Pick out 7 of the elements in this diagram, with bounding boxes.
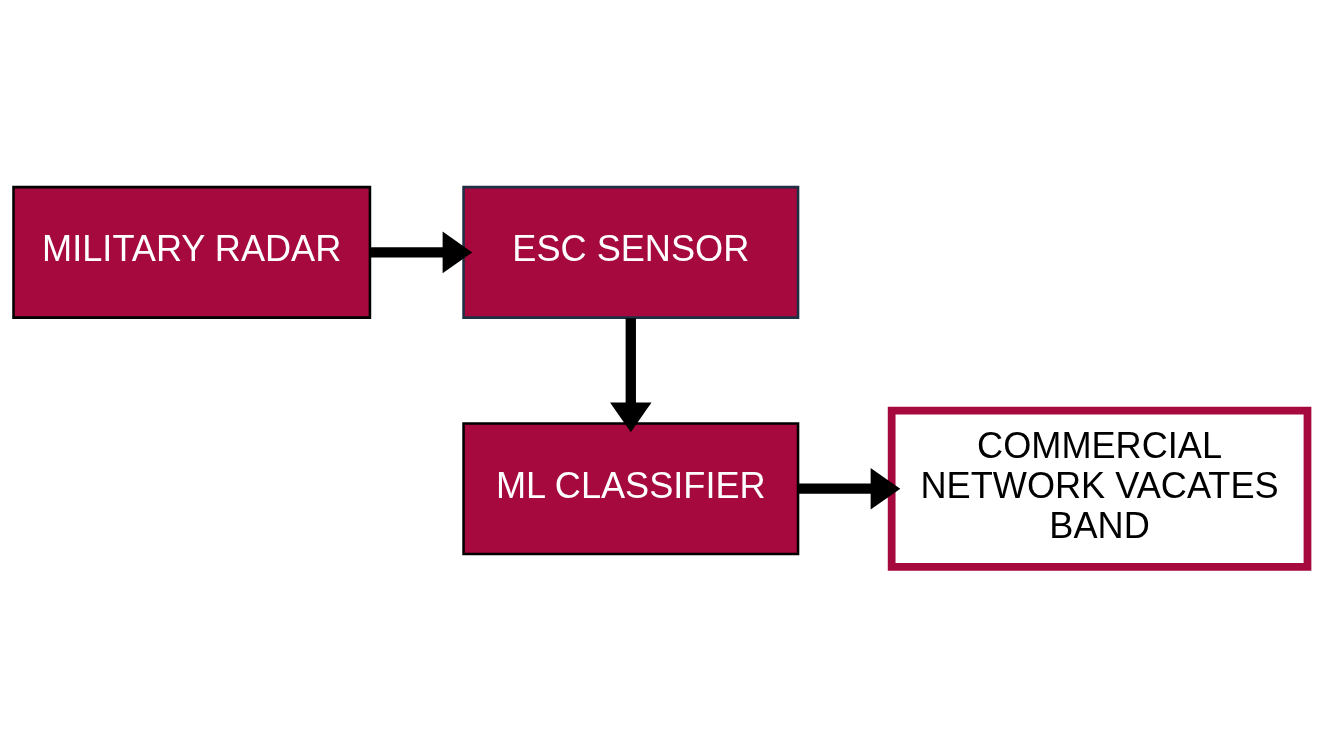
node-box: ML CLASSIFIER <box>462 422 800 556</box>
node-box: COMMERCIAL NETWORK VACATES BAND <box>887 406 1312 571</box>
node-box: ESC SENSOR <box>462 185 800 319</box>
node-box: MILITARY RADAR <box>12 185 372 319</box>
arrow <box>798 467 901 510</box>
arrow <box>370 231 473 274</box>
arrow <box>610 318 652 433</box>
